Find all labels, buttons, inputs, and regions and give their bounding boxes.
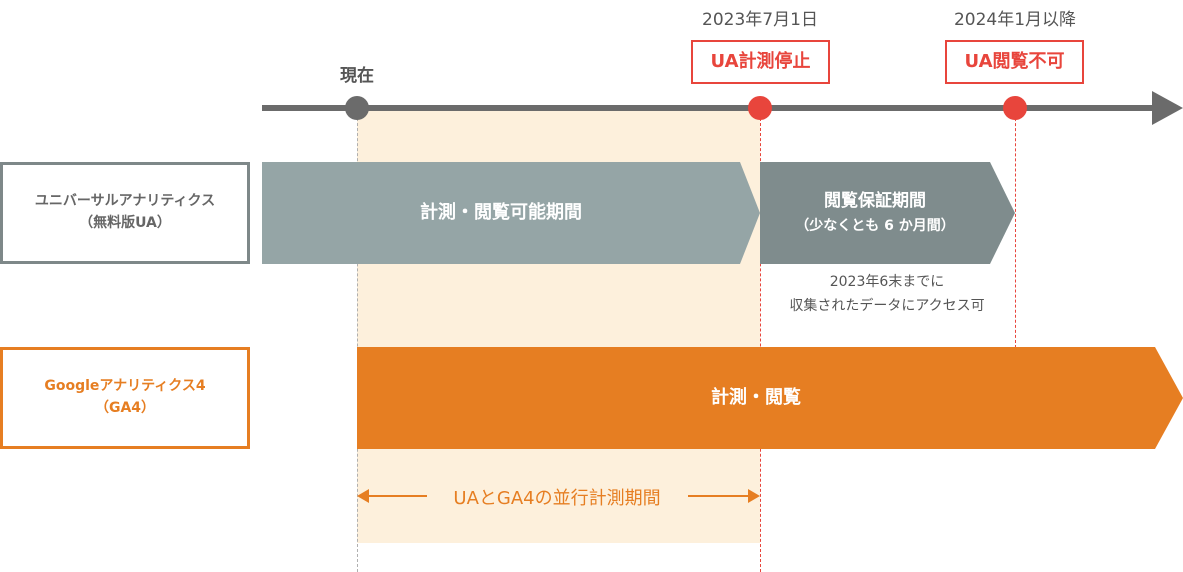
- ua-phase2-bar: [760, 162, 1015, 264]
- milestone-2-guide-line: [1015, 108, 1016, 348]
- timeline-arrowhead: [1152, 91, 1183, 125]
- timeline-axis: [262, 91, 1183, 125]
- milestone-1-status: UA計測停止: [691, 40, 830, 84]
- ua-access-note-line2: 収集されたデータにアクセス可: [789, 297, 985, 314]
- ua-label-name: ユニバーサルアナリティクス: [34, 193, 216, 210]
- parallel-period-label: UAとGA4の並行計測期間: [453, 488, 661, 509]
- milestone-2-marker: [1003, 96, 1027, 120]
- ga4-label-note: （GA4）: [94, 400, 156, 416]
- milestone-2-date: 2024年1月以降: [953, 10, 1077, 30]
- ua-phase2-subtitle: （少なくとも 6 か月間）: [795, 218, 955, 235]
- ua-access-note-line1: 2023年6末までに: [829, 274, 945, 290]
- now-label: 現在: [340, 66, 374, 86]
- ga4-label-name: Googleアナリティクス4: [44, 378, 206, 395]
- milestone-2-status: UA閲覧不可: [945, 40, 1084, 84]
- now-marker: [345, 96, 369, 120]
- ua-phase1-label: 計測・閲覧可能期間: [420, 201, 582, 223]
- ua-phase2-label: 閲覧保証期間 （少なくとも 6 か月間）: [760, 162, 990, 264]
- ua-phase2-title: 閲覧保証期間: [824, 191, 926, 212]
- ga4-bar-label: 計測・閲覧: [711, 386, 801, 408]
- ua-access-note: 2023年6末までに 収集されたデータにアクセス可: [762, 271, 1012, 319]
- ua-label-note: （無料版UA）: [79, 215, 171, 231]
- arrow-right-head: [748, 489, 760, 503]
- ua-row-label: ユニバーサルアナリティクス （無料版UA）: [0, 162, 250, 264]
- milestone-1-marker: [748, 96, 772, 120]
- milestone-1-date: 2023年7月1日: [702, 10, 818, 30]
- ga4-row-label: Googleアナリティクス4 （GA4）: [0, 347, 250, 449]
- arrow-left-head: [357, 489, 369, 503]
- milestone-1-guide-line: [760, 108, 761, 572]
- now-guide-line: [357, 108, 358, 572]
- ua-phase1-bar: [262, 162, 760, 264]
- ga4-bar: [357, 347, 1183, 449]
- parallel-period-arrow: [357, 489, 760, 503]
